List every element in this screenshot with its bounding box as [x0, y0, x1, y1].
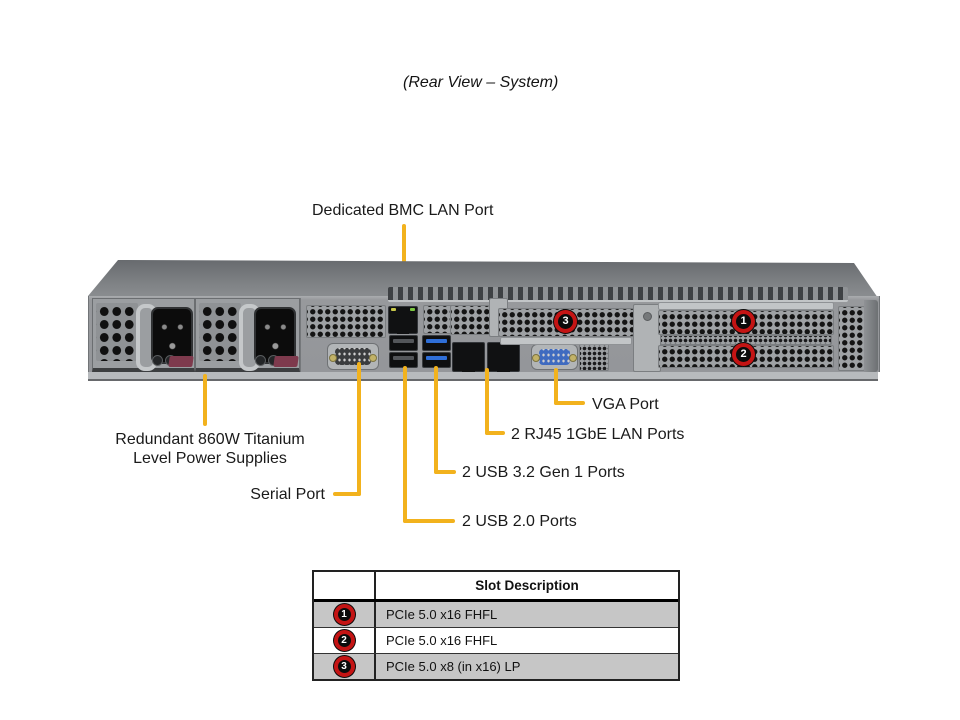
table-row: 1 PCIe 5.0 x16 FHFL — [314, 602, 678, 628]
chassis-marker-slot-3: 3 — [554, 310, 577, 333]
header-description-cell: Slot Description — [475, 578, 579, 593]
bmc-lan-port — [388, 306, 418, 334]
callout-psu-line2: Level Power Supplies — [133, 450, 287, 467]
vga-port — [531, 344, 578, 370]
panel-seam — [299, 298, 301, 372]
chassis-marker-slot-1: 1 — [732, 310, 755, 333]
server-rear-chassis: 3 1 2 — [88, 256, 880, 382]
slot-description-table: Slot Description 1 PCIe 5.0 x16 FHFL 2 P… — [312, 570, 680, 681]
slot-top-edge — [658, 302, 834, 310]
callout-bmc-lan: Dedicated BMC LAN Port — [312, 202, 494, 219]
callout-usb3: 2 USB 3.2 Gen 1 Ports — [462, 464, 625, 481]
usb2-port-bottom — [389, 352, 418, 368]
leader-vga-horizontal — [554, 401, 585, 405]
leader-psu-vertical — [203, 374, 207, 426]
leader-usb3-vertical — [434, 366, 438, 474]
vent-grid — [450, 305, 490, 335]
table-marker-2: 2 — [333, 630, 355, 651]
vent-grid-small — [579, 343, 609, 371]
callout-serial: Serial Port — [250, 486, 325, 503]
leader-lan-vertical — [485, 368, 489, 435]
table-row: 3 PCIe 5.0 x8 (in x16) LP — [314, 654, 678, 679]
screw-right — [369, 353, 377, 362]
leader-lan-horizontal — [485, 431, 505, 435]
vga-pins — [539, 349, 570, 365]
psu-vent-grid — [199, 303, 241, 361]
psu-vent-grid — [96, 303, 138, 361]
top-vent-strip — [388, 287, 848, 302]
callout-usb2: 2 USB 2.0 Ports — [462, 513, 577, 530]
rj45-tab — [397, 328, 409, 334]
right-vent-grid — [838, 306, 865, 371]
table-header-row: Slot Description — [314, 572, 678, 602]
callout-psu-line1: Redundant 860W Titanium — [115, 431, 305, 448]
vent-grid — [306, 305, 386, 338]
chassis-right-edge — [864, 300, 878, 372]
row-description-cell: PCIe 5.0 x8 (in x16) LP — [386, 659, 521, 674]
leader-serial-horizontal — [333, 492, 361, 496]
chassis-bottom-rail — [88, 372, 878, 381]
screw-left — [532, 354, 540, 362]
table-marker-3: 3 — [333, 656, 355, 677]
row-marker-cell: 2 — [314, 628, 376, 653]
header-marker-cell — [314, 572, 376, 599]
screw-right — [569, 354, 577, 362]
table-row: 2 PCIe 5.0 x16 FHFL — [314, 628, 678, 654]
callout-psu: Redundant 860W Titanium Level Power Supp… — [105, 430, 315, 468]
bracket-screw — [643, 312, 652, 321]
lan-port-1 — [452, 342, 485, 372]
psu-release-latch — [273, 356, 299, 367]
row-marker-cell: 1 — [314, 602, 376, 627]
leader-usb2-vertical — [403, 366, 407, 523]
chassis-marker-slot-2: 2 — [732, 343, 755, 366]
usb3-port-top — [422, 335, 451, 351]
table-marker-1: 1 — [333, 604, 355, 625]
row-description-cell: PCIe 5.0 x16 FHFL — [386, 607, 498, 622]
leader-usb2-horizontal — [403, 519, 455, 523]
usb2-port-top — [389, 335, 418, 351]
page-title: (Rear View – System) — [403, 74, 559, 91]
serial-pins — [335, 348, 371, 365]
psu-led — [255, 355, 266, 366]
ac-power-inlet — [254, 307, 296, 364]
psu-release-latch — [168, 356, 194, 367]
bmc-led-activity — [391, 308, 396, 311]
row-description-cell: PCIe 5.0 x16 FHFL — [386, 633, 498, 648]
power-supply-1 — [92, 298, 195, 372]
callout-lan: 2 RJ45 1GbE LAN Ports — [511, 426, 685, 443]
serial-port — [327, 343, 379, 370]
slot-retention-bar — [500, 337, 632, 345]
screw-left — [329, 353, 337, 362]
bmc-led-link — [410, 308, 415, 311]
callout-vga: VGA Port — [592, 396, 659, 413]
psu-led — [152, 355, 163, 366]
leader-vga-vertical — [554, 368, 558, 405]
riser-bracket — [633, 304, 661, 372]
leader-serial-vertical — [357, 362, 361, 496]
row-marker-cell: 3 — [314, 654, 376, 679]
ac-power-inlet — [151, 307, 193, 364]
power-supply-2 — [195, 298, 300, 372]
leader-usb3-horizontal — [434, 470, 456, 474]
lan-port-2 — [487, 342, 520, 372]
